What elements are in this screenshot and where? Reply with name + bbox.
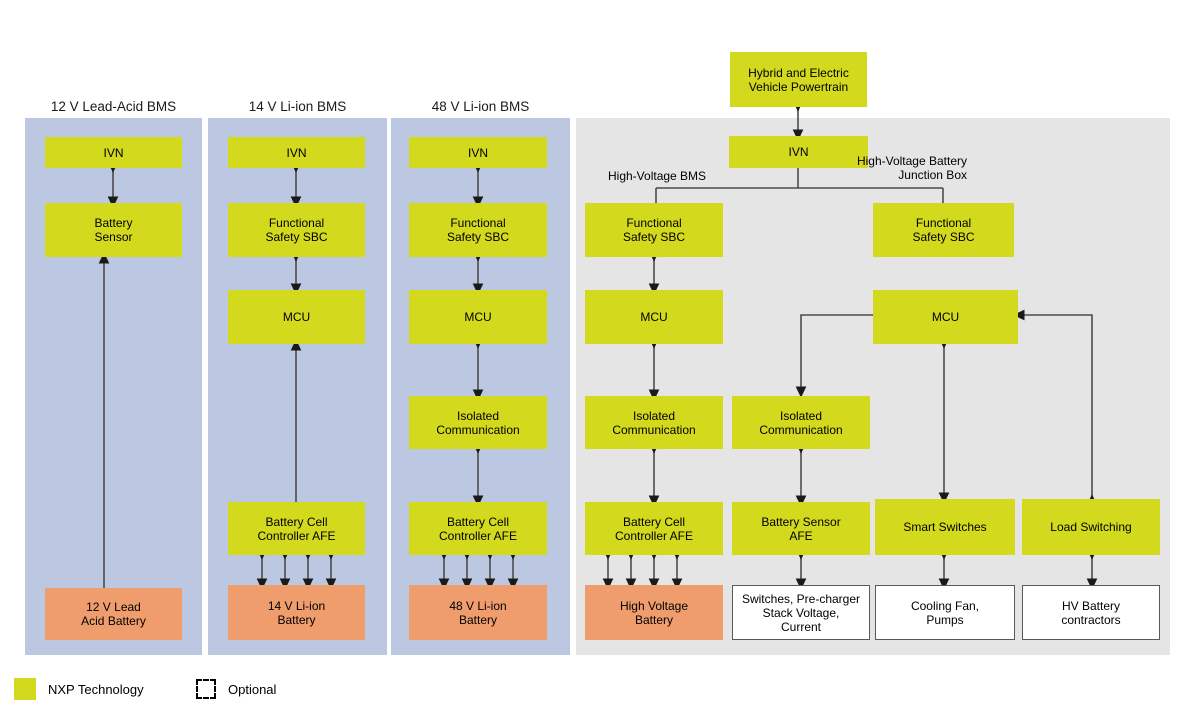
box-label: Functional Safety SBC bbox=[622, 216, 686, 244]
box-label: Functional Safety SBC bbox=[265, 216, 328, 244]
box-hv-functional-safety-sbc-left[interactable]: Functional Safety SBC bbox=[585, 203, 723, 257]
box-label: Isolated Communication bbox=[612, 408, 696, 437]
box-hv-load-switching[interactable]: Load Switching bbox=[1022, 499, 1160, 555]
box-label: Isolated Communication bbox=[436, 408, 520, 437]
legend-optional: Optional bbox=[196, 679, 276, 699]
box-label: IVN bbox=[103, 145, 124, 160]
box-48v-liion-battery[interactable]: 48 V Li-ion Battery bbox=[409, 585, 547, 640]
box-label: IVN bbox=[788, 145, 809, 159]
panel-14v-liion bbox=[208, 118, 387, 655]
box-label: MCU bbox=[640, 310, 668, 324]
box-hv-isolated-communication-left[interactable]: Isolated Communication bbox=[585, 396, 723, 449]
box-hv-battery-contractors-target[interactable]: HV Battery contractors bbox=[1022, 585, 1160, 640]
box-label: IVN bbox=[467, 145, 488, 160]
box-hv-smart-switches[interactable]: Smart Switches bbox=[875, 499, 1015, 555]
box-label: HV Battery contractors bbox=[1061, 598, 1121, 627]
column-title-14v: 14 V Li-ion BMS bbox=[248, 99, 347, 114]
box-14v-ivn[interactable]: IVN bbox=[228, 137, 365, 168]
label-high-voltage-bms: High-Voltage BMS bbox=[608, 169, 707, 183]
box-hv-high-voltage-battery[interactable]: High Voltage Battery bbox=[585, 585, 723, 640]
box-label: Functional Safety SBC bbox=[912, 216, 975, 244]
box-label: Battery Cell Controller AFE bbox=[257, 514, 336, 543]
box-label: Hybrid and Electric Vehicle Powertrain bbox=[748, 65, 849, 94]
box-label: Battery Sensor AFE bbox=[761, 514, 841, 543]
box-label: 48 V Li-ion Battery bbox=[449, 598, 507, 627]
box-label: 14 V Li-ion Battery bbox=[267, 598, 326, 627]
box-12v-ivn[interactable]: IVN bbox=[45, 137, 182, 168]
box-48v-isolated-communication[interactable]: Isolated Communication bbox=[409, 396, 547, 449]
legend-nxp-label: NXP Technology bbox=[48, 681, 144, 697]
box-label: 12 V Lead Acid Battery bbox=[81, 600, 146, 628]
box-14v-functional-safety-sbc[interactable]: Functional Safety SBC bbox=[228, 203, 365, 257]
box-hv-cooling-fan-pumps-target[interactable]: Cooling Fan, Pumps bbox=[875, 585, 1015, 640]
box-hv-ivn[interactable]: IVN bbox=[729, 136, 868, 168]
box-hv-functional-safety-sbc-right[interactable]: Functional Safety SBC bbox=[873, 203, 1014, 257]
box-label: MCU bbox=[931, 310, 960, 324]
box-14v-mcu[interactable]: MCU bbox=[228, 290, 365, 344]
box-12v-lead-acid-battery[interactable]: 12 V Lead Acid Battery bbox=[45, 588, 182, 640]
label-high-voltage-battery-junction-box: High-Voltage Battery Junction Box bbox=[856, 154, 967, 182]
box-label: Load Switching bbox=[1050, 520, 1132, 534]
box-48v-ivn[interactable]: IVN bbox=[409, 137, 547, 168]
box-label: Functional Safety SBC bbox=[446, 216, 510, 244]
panel-high-voltage bbox=[576, 118, 1170, 655]
box-label: MCU bbox=[282, 310, 311, 324]
box-hv-battery-cell-controller-afe[interactable]: Battery Cell Controller AFE bbox=[585, 502, 723, 555]
legend-optional-swatch bbox=[196, 679, 216, 699]
box-label: MCU bbox=[464, 310, 492, 324]
legend-optional-label: Optional bbox=[228, 681, 277, 697]
box-hv-mcu-right[interactable]: MCU bbox=[873, 290, 1018, 344]
box-hybrid-electric-vehicle-powertrain[interactable]: Hybrid and Electric Vehicle Powertrain bbox=[730, 52, 867, 107]
box-label: Battery Cell Controller AFE bbox=[614, 514, 694, 543]
box-label: High Voltage Battery bbox=[619, 598, 689, 627]
box-label: Battery Cell Controller AFE bbox=[438, 514, 518, 543]
box-label: Switches, Pre-charger Stack Voltage, Cur… bbox=[741, 591, 861, 634]
legend-nxp-swatch bbox=[14, 678, 36, 700]
box-label: Cooling Fan, Pumps bbox=[910, 598, 980, 627]
box-label: Smart Switches bbox=[903, 520, 987, 534]
box-label: IVN bbox=[286, 145, 307, 160]
box-label: Battery Sensor bbox=[94, 216, 133, 244]
legend-nxp-technology: NXP Technology bbox=[14, 678, 144, 700]
box-14v-liion-battery[interactable]: 14 V Li-ion Battery bbox=[228, 585, 365, 640]
column-title-48v: 48 V Li-ion BMS bbox=[431, 99, 530, 114]
box-48v-battery-cell-controller-afe[interactable]: Battery Cell Controller AFE bbox=[409, 502, 547, 555]
box-hv-switches-precharger-target[interactable]: Switches, Pre-charger Stack Voltage, Cur… bbox=[732, 585, 870, 640]
box-48v-functional-safety-sbc[interactable]: Functional Safety SBC bbox=[409, 203, 547, 257]
box-label: Isolated Communication bbox=[759, 408, 843, 437]
box-hv-battery-sensor-afe[interactable]: Battery Sensor AFE bbox=[732, 502, 870, 555]
panel-12v-lead-acid bbox=[25, 118, 202, 655]
panel-48v-liion bbox=[391, 118, 570, 655]
box-48v-mcu[interactable]: MCU bbox=[409, 290, 547, 344]
column-title-12v: 12 V Lead-Acid BMS bbox=[50, 99, 177, 114]
box-12v-battery-sensor[interactable]: Battery Sensor bbox=[45, 203, 182, 257]
box-hv-isolated-communication-mid[interactable]: Isolated Communication bbox=[732, 396, 870, 449]
box-14v-battery-cell-controller-afe[interactable]: Battery Cell Controller AFE bbox=[228, 502, 365, 555]
box-hv-mcu-left[interactable]: MCU bbox=[585, 290, 723, 344]
